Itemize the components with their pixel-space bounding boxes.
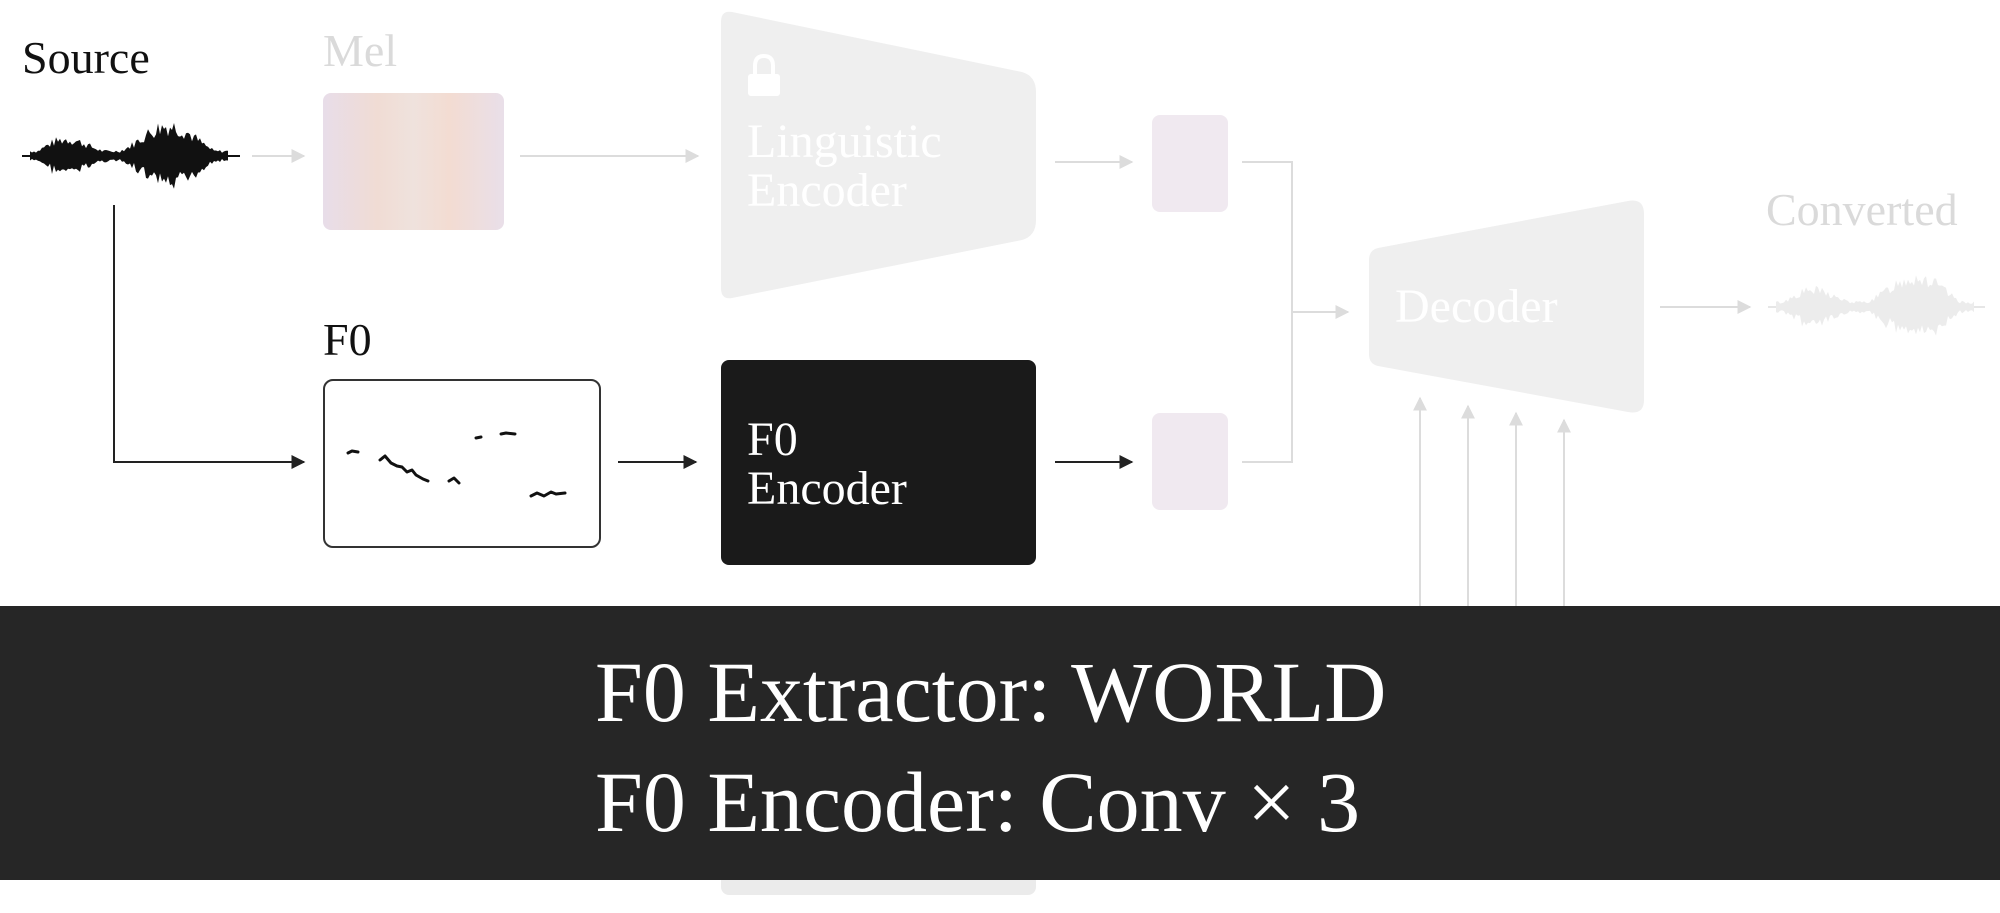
decoder-block	[1369, 200, 1644, 413]
converted-label: Converted	[1766, 184, 1958, 235]
caption-f0-encoder: F0 Encoder: Conv × 3	[595, 754, 1361, 850]
caption-bar	[0, 606, 2000, 880]
linguistic-encoder-label: Linguistic Encoder	[747, 115, 942, 217]
f0-feature-box	[1152, 413, 1228, 510]
mel-label: Mel	[323, 25, 398, 76]
mel-spectrogram	[323, 93, 504, 230]
linguistic-feature-box	[1152, 115, 1228, 212]
converted-waveform-icon	[1768, 275, 1985, 336]
f0-encoder-label-line1: F0	[747, 413, 798, 466]
source-label: Source	[22, 32, 150, 83]
caption-f0-extractor: F0 Extractor: WORLD	[595, 644, 1387, 740]
f0-encoder-label-line2: Encoder	[747, 462, 907, 515]
lock-icon	[748, 53, 780, 96]
source-waveform-icon	[22, 123, 240, 189]
f0-contour-plot	[323, 379, 601, 548]
source-to-f0-arrow	[113, 205, 306, 469]
linguistic-encoder-block	[721, 11, 1036, 299]
f0-encoder-block: F0 Encoder	[721, 360, 1036, 565]
faded-connectors	[252, 149, 1752, 606]
f0-label: F0	[323, 314, 372, 365]
decoder-label: Decoder	[1395, 280, 1558, 333]
hidden-block-stub	[721, 880, 1036, 895]
